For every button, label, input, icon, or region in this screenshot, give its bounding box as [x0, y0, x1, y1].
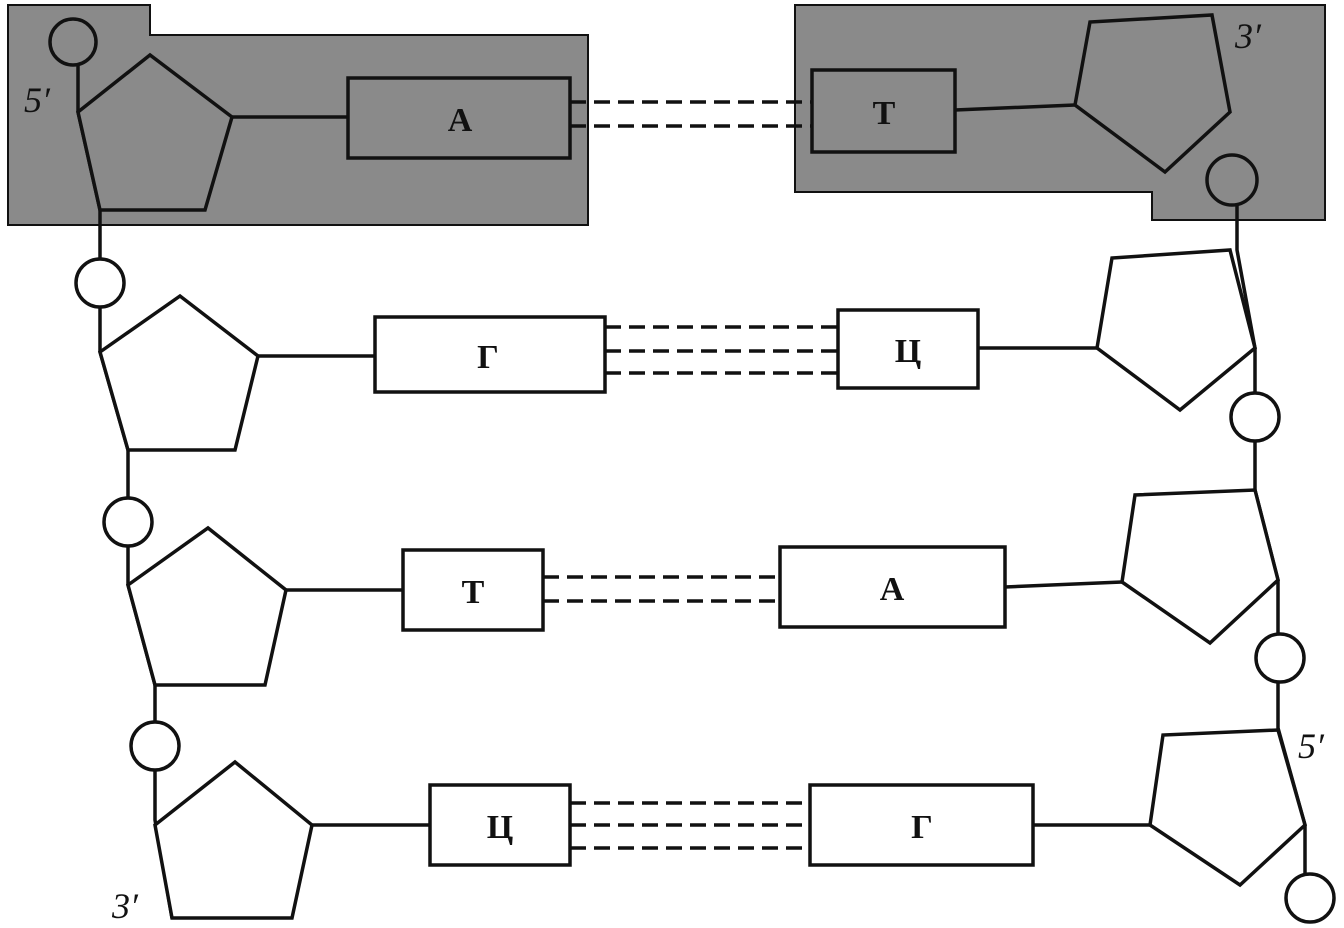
- right-sugar-3: [1120, 488, 1280, 646]
- end-label-3prime-bottom-left: 3′: [111, 886, 139, 926]
- bond-right-1: [954, 103, 1076, 112]
- base-label-right-1: Т: [873, 95, 896, 132]
- end-label-5prime-top-left: 5′: [24, 80, 51, 120]
- base-label-left-2: Г: [477, 339, 499, 376]
- left-phosphate-4: [129, 720, 181, 772]
- left-sugar-4: [153, 759, 314, 920]
- base-left-1: [346, 76, 572, 160]
- right-sugar-1: [1073, 13, 1232, 175]
- bond-right-3: [1004, 580, 1123, 589]
- left-sugar-2: [97, 293, 260, 452]
- left-phosphate-1: [48, 17, 98, 67]
- hydrogen-bonds-pair-2: [605, 325, 838, 375]
- base-label-right-3: А: [880, 571, 905, 608]
- right-sugar-4: [1148, 728, 1307, 888]
- base-left-4: [428, 783, 572, 867]
- base-right-3: [778, 545, 1007, 629]
- right-phosphate-4: [1284, 872, 1336, 924]
- base-label-left-1: А: [448, 102, 473, 139]
- base-label-left-3: Т: [462, 574, 485, 611]
- hydrogen-bonds-pair-1: [570, 100, 812, 128]
- base-label-right-2: Ц: [895, 333, 921, 370]
- end-label-5prime-bottom-right: 5′: [1298, 726, 1325, 766]
- base-left-2: [373, 315, 607, 394]
- right-phosphate-1: [1205, 153, 1259, 207]
- right-phosphate-3: [1254, 632, 1306, 684]
- right-phosphate-2: [1229, 391, 1281, 443]
- hydrogen-bonds-pair-4: [570, 801, 810, 850]
- left-sugar-3: [125, 525, 288, 687]
- base-label-right-4: Г: [911, 809, 933, 846]
- left-sugar-1: [76, 52, 235, 212]
- right-sugar-2: [1095, 248, 1257, 413]
- hydrogen-bonds-pair-3: [543, 575, 780, 603]
- base-left-3: [401, 548, 545, 632]
- end-label-3prime-top-right: 3′: [1234, 16, 1262, 56]
- left-phosphate-2: [74, 257, 126, 309]
- left-phosphate-3: [102, 496, 154, 548]
- base-label-left-4: Ц: [487, 809, 513, 846]
- base-right-2: [836, 308, 980, 390]
- base-right-1: [810, 68, 957, 154]
- base-right-4: [808, 783, 1035, 867]
